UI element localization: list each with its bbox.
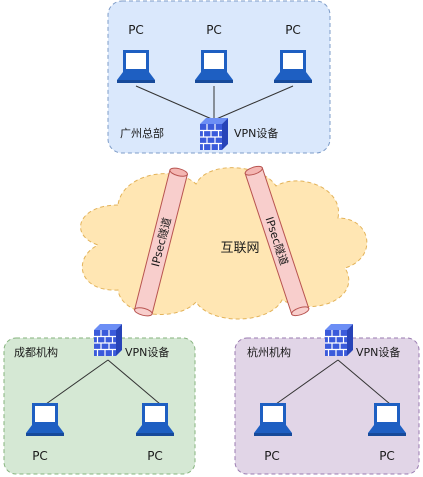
hangzhou-firewall-icon [325, 324, 353, 356]
hangzhou-links [275, 359, 391, 405]
hq-pc-label-1: PC [128, 23, 144, 37]
chengdu-links [45, 359, 161, 405]
ipsec-tunnel-right: IPsec隧道 [244, 165, 310, 317]
hq-device-label: VPN设备 [234, 126, 278, 140]
chengdu-pc-label-2: PC [147, 449, 163, 463]
hangzhou-region-name: 杭州机构 [247, 345, 291, 359]
hq-pc-label-3: PC [285, 23, 301, 37]
hangzhou-pc-label-2: PC [379, 449, 395, 463]
chengdu-firewall-icon [94, 324, 122, 356]
chengdu-pc-label-1: PC [32, 449, 48, 463]
hq-links [135, 85, 294, 121]
hangzhou-pc-label-1: PC [264, 449, 280, 463]
internet-label: 互联网 [220, 241, 259, 256]
hq-pc-label-2: PC [206, 23, 222, 37]
hq-region-name: 广州总部 [120, 126, 164, 140]
chengdu-region-box [3, 337, 196, 475]
chengdu-device-label: VPN设备 [125, 345, 169, 359]
hangzhou-device-label: VPN设备 [356, 345, 400, 359]
hq-firewall-icon [200, 118, 228, 150]
chengdu-region-name: 成都机构 [14, 345, 58, 359]
